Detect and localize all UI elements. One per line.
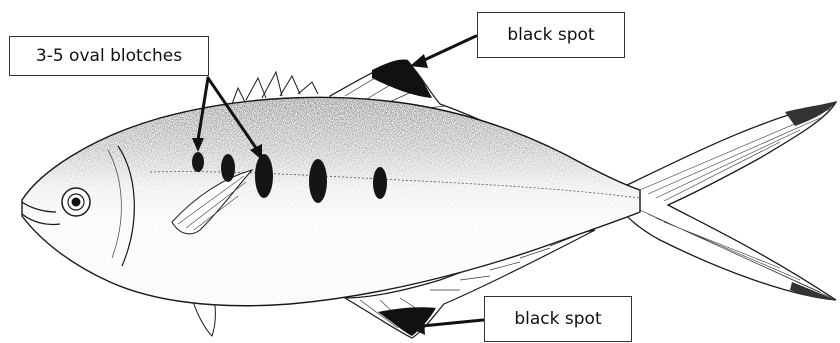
blotch-4 bbox=[309, 159, 327, 203]
arrow-spot-bottom bbox=[410, 319, 483, 335]
blotch-2 bbox=[221, 154, 235, 182]
label-black-spot-bottom: black spot bbox=[484, 296, 632, 342]
blotch-5 bbox=[373, 167, 387, 199]
label-oval-blotches: 3-5 oval blotches bbox=[9, 36, 209, 76]
label-black-spot-top: black spot bbox=[477, 12, 625, 58]
eye bbox=[62, 188, 90, 216]
blotch-1 bbox=[192, 152, 204, 172]
blotch-3 bbox=[255, 154, 273, 198]
arrow-spot-top bbox=[410, 36, 476, 68]
caudal-fin bbox=[625, 102, 836, 300]
